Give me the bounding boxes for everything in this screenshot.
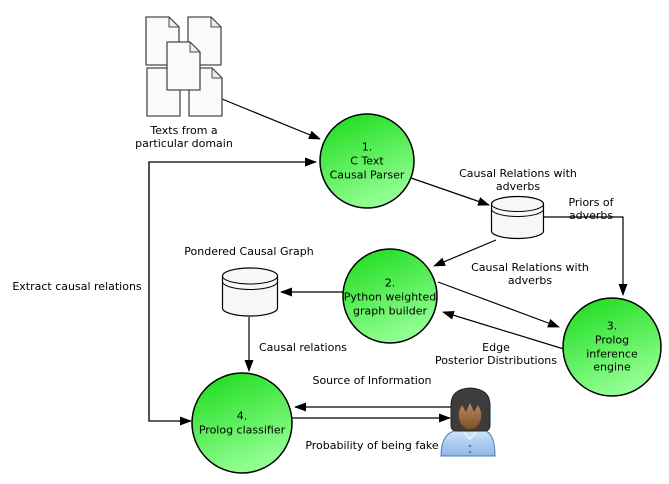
process-node-3-circle — [562, 297, 662, 397]
flow-arrows — [148, 98, 628, 426]
documents-caption: Texts from a particular domain — [135, 124, 233, 151]
process-node-2-label: 2. Python weighted graph builder — [343, 276, 437, 317]
process-node-1-circle — [319, 113, 415, 209]
person-bangs — [457, 395, 483, 414]
arrow-builder-to-inference — [437, 281, 560, 328]
arrow-parser-to-priors-store — [410, 177, 490, 206]
arrow-documents-to-parser — [221, 98, 321, 140]
arrow-extract-to-classifier — [148, 162, 192, 426]
arrow-priors-store-to-builder — [433, 239, 497, 267]
flow-label-probability-of-being-fake: Probability of being fake — [305, 439, 439, 452]
shirt-button — [468, 450, 472, 454]
database-icon-priors — [490, 195, 545, 240]
flow-label-causal-relations: Causal relations — [258, 341, 348, 354]
flow-label-edge-posterior-distributions: Edge Posterior Distributions — [434, 341, 558, 368]
process-node-4-label: 4. Prolog classifier — [198, 409, 286, 436]
documents-icon — [145, 16, 223, 117]
person-collar — [460, 428, 480, 441]
process-node-2-circle — [342, 248, 438, 344]
flow-label-source-of-information: Source of Information — [312, 374, 432, 387]
process-node-4-circle — [191, 372, 293, 474]
database-icon-pondered-graph — [221, 267, 279, 317]
arrow-priors-to-inference — [543, 216, 628, 296]
flow-label-extract-causal-relations: Extract causal relations — [12, 280, 142, 293]
process-node-3-label: 3. Prolog inference engine — [586, 319, 638, 374]
datastore-label-pondered-causal-graph: Pondered Causal Graph — [184, 245, 314, 258]
shirt-button — [468, 444, 472, 448]
flow-label-relations-with-adverbs-1: Causal Relations with adverbs — [459, 167, 577, 194]
arrow-inference-to-builder — [442, 310, 568, 351]
datastore-label-priors-of-adverbs: Priors of adverbs — [568, 196, 614, 223]
process-node-1-label: 1. C Text Causal Parser — [329, 140, 405, 181]
person-icon — [440, 387, 496, 457]
document-page-icon — [166, 41, 201, 91]
flow-label-relations-with-adverbs-2: Causal Relations with adverbs — [471, 261, 589, 288]
